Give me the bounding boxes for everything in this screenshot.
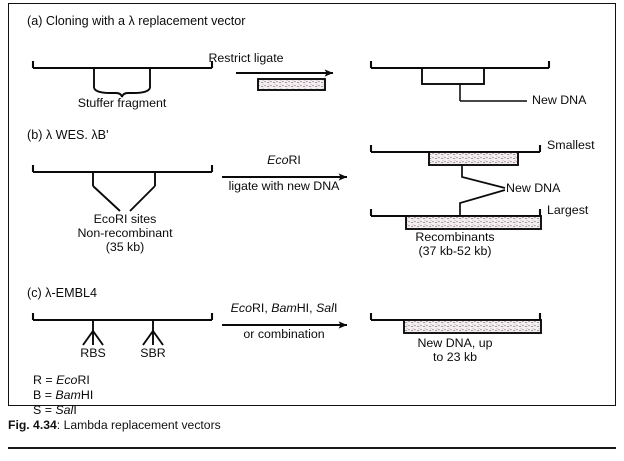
section-b-recombinants-label: Recombinants <box>415 230 495 244</box>
section-c-arrow-label-bottom: or combination <box>243 327 325 341</box>
key-enzyme-eco-italic: Eco <box>56 373 78 387</box>
section-a-insert-fragment <box>257 78 326 91</box>
site-marker-sbr <box>142 320 164 346</box>
section-a-new-dna-box <box>421 67 485 85</box>
section-b-smallest-insert <box>428 151 519 166</box>
section-b-arrow-label-top: EcoRI <box>267 153 301 168</box>
section-b-largest-label: Largest <box>547 203 589 217</box>
section-b-arrow-label-bottom: ligate with new DNA <box>228 179 340 193</box>
section-c-heading: (c) λ-EMBL4 <box>27 286 97 300</box>
stuffer-fragment-brace <box>93 68 151 98</box>
key-enzyme-ri-roman: RI <box>77 373 90 387</box>
section-b-ecori-sites-label: EcoRI sites <box>93 212 157 226</box>
section-c-new-dna-insert <box>403 319 542 334</box>
key-line-sali: S = SalI <box>33 403 77 418</box>
section-b-left-vector <box>31 165 214 174</box>
key-line-bamhi: B = BamHI <box>33 388 94 403</box>
figure-caption-label: Fig. 4.34 <box>8 418 57 432</box>
section-b-ecori-site-ticks <box>92 172 156 212</box>
section-b-heading: (b) λ WES. λB' <box>27 128 109 142</box>
section-b-largest-insert <box>405 215 542 230</box>
section-b-size-label: (35 kb) <box>105 240 145 254</box>
key-enzyme-hi-roman: HI <box>80 388 94 402</box>
section-a-arrow-label: Restrict ligate <box>208 51 284 65</box>
key-enzyme-i-roman: I <box>73 403 77 417</box>
section-c-arrow-label-top: EcoRI, BamHI, SalI <box>230 301 338 315</box>
key-line-ecori: R = EcoRI <box>33 373 90 388</box>
section-b-largest-vector <box>369 209 542 218</box>
figure-caption: Fig. 4.34: Lambda replacement vectors <box>8 418 221 432</box>
key-symbol-s: S = <box>33 403 56 417</box>
figure-caption-text: Lambda replacement vectors <box>63 418 221 432</box>
section-b-new-dna-label: New DNA <box>506 181 561 195</box>
stuffer-fragment-label: Stuffer fragment <box>77 96 167 110</box>
figure-caption-separator: : <box>56 418 64 432</box>
section-b-new-dna-leader <box>459 165 506 216</box>
figure-border <box>8 3 616 406</box>
section-b-smallest-vector <box>369 145 542 154</box>
section-b-recombinants-size-label: (37 kb-52 kb) <box>418 244 492 258</box>
enzyme-ri-roman: RI <box>288 153 301 167</box>
key-symbol-r: R = <box>33 373 57 387</box>
section-a-new-dna-label: New DNA <box>532 93 587 107</box>
section-a-new-dna-leader <box>459 84 527 102</box>
section-c-new-dna-label-line1: New DNA, up <box>417 336 493 350</box>
section-c-new-dna-label-line2: to 23 kb <box>432 350 478 364</box>
key-enzyme-bam-italic: Bam <box>55 388 81 402</box>
key-enzyme-sal-italic: Sal <box>55 403 74 417</box>
site-marker-rbs-label: RBS <box>80 346 106 360</box>
key-symbol-b: B = <box>33 388 56 402</box>
section-a-heading: (a) Cloning with a λ replacement vector <box>27 14 246 28</box>
bottom-divider <box>8 447 616 449</box>
site-marker-rbs <box>82 320 104 346</box>
enzyme-eco-italic: Eco <box>267 153 289 167</box>
section-c-right-vector <box>369 313 542 322</box>
section-b-non-recombinant-label: Non-recombinant <box>77 226 173 240</box>
section-b-smallest-label: Smallest <box>547 138 595 152</box>
site-marker-sbr-label: SBR <box>140 346 166 360</box>
section-a-right-vector <box>369 61 551 70</box>
section-a-left-vector <box>31 61 214 70</box>
section-c-left-vector <box>31 313 214 322</box>
